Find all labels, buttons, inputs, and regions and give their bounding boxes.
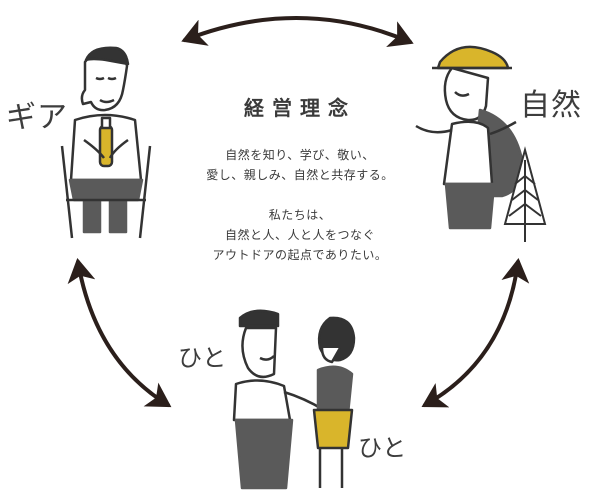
arrow-gear-nature bbox=[181, 16, 414, 48]
paragraph-2-line-3: アウトドアの起点でありたい。 bbox=[212, 248, 388, 262]
nature-label: 自然 bbox=[520, 88, 582, 123]
page-title: 経営理念 bbox=[244, 96, 356, 120]
paragraph-2-line-1: 私たちは、 bbox=[268, 208, 332, 222]
paragraph-1-line-2: 愛し、親しみ、自然と共存する。 bbox=[206, 168, 394, 182]
camper-with-bottle-icon bbox=[60, 46, 152, 239]
philosophy-paragraph-2: 私たちは、 自然と人、人と人をつなぐ アウトドアの起点でありたい。 bbox=[0, 205, 600, 265]
two-people-icon bbox=[232, 309, 356, 490]
gear-label: ギア bbox=[6, 100, 68, 135]
arrow-gear-people bbox=[67, 258, 172, 408]
pine-tree-icon bbox=[503, 146, 547, 242]
people-label-left: ひと bbox=[178, 344, 228, 372]
paragraph-1-line-1: 自然を知り、学び、敬い、 bbox=[225, 148, 375, 162]
paragraph-2-line-2: 自然と人、人と人をつなぐ bbox=[224, 228, 375, 242]
hiker-with-hat-icon bbox=[415, 45, 524, 230]
people-label-right: ひと bbox=[358, 434, 408, 462]
philosophy-paragraph-1: 自然を知り、学び、敬い、 愛し、親しみ、自然と共存する。 bbox=[0, 145, 600, 185]
arrow-nature-people bbox=[421, 258, 530, 408]
